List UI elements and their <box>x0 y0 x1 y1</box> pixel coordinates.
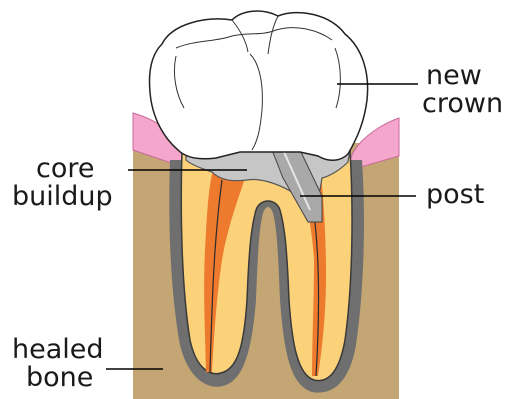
label-bone: bone <box>26 362 93 393</box>
label-buildup: buildup <box>12 181 113 212</box>
label-new: new <box>426 60 482 91</box>
label-crown: crown <box>422 88 503 119</box>
label-post: post <box>426 179 484 210</box>
label-healed: healed <box>12 334 104 365</box>
label-core: core <box>36 153 94 184</box>
